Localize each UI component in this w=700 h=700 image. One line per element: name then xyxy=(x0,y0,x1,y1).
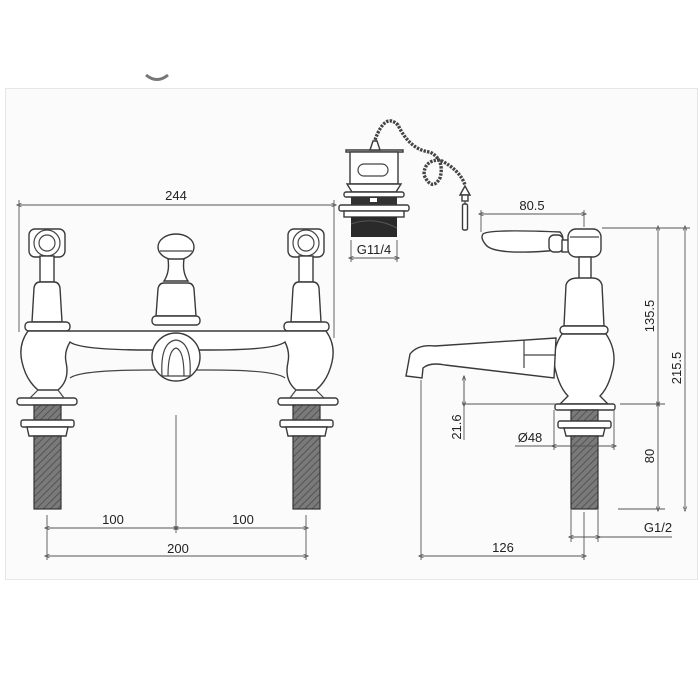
dim-body-height: 135.5 xyxy=(642,300,657,333)
lever-handle-icon xyxy=(481,228,602,280)
left-shank xyxy=(20,404,75,510)
bridge-body xyxy=(16,330,339,406)
right-shank xyxy=(279,404,334,510)
dim-base-diameter: Ø48 xyxy=(518,430,543,445)
centre-pop-up-knob-icon xyxy=(151,233,201,326)
dim-lever-reach: 80.5 xyxy=(519,198,544,213)
dim-overall-width: 244 xyxy=(165,188,187,203)
dim-spout-projection: 126 xyxy=(492,540,514,555)
dim-tap-centres: 200 xyxy=(167,541,189,556)
dim-total-height: 215.5 xyxy=(669,352,684,385)
dim-spout-clearance: 21.6 xyxy=(449,414,464,439)
dim-right-centre: 100 xyxy=(232,512,254,527)
waste-fitting: G11/4 xyxy=(338,119,472,262)
partial-ring-artifact xyxy=(145,73,169,81)
dim-shank-thread: G1/2 xyxy=(644,520,672,535)
right-cross-head-icon xyxy=(283,228,330,332)
dim-left-centre: 100 xyxy=(102,512,124,527)
side-view: 80.5 135.5 215.5 80 21.6 Ø48 G1/2 xyxy=(405,198,690,560)
front-view: 244 100 100 200 xyxy=(16,188,339,560)
left-cross-head-icon xyxy=(24,228,71,332)
dim-waste-thread: G11/4 xyxy=(357,242,391,257)
front-dimensions: 244 100 100 200 xyxy=(19,188,334,560)
side-dimensions: 80.5 135.5 215.5 80 21.6 Ø48 G1/2 xyxy=(421,198,690,560)
dim-shank-length: 80 xyxy=(642,449,657,463)
